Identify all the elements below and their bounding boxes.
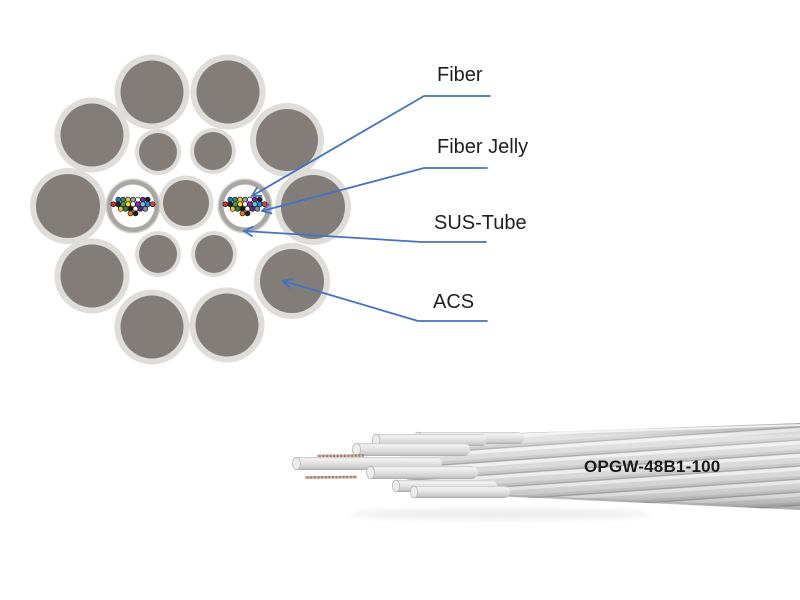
acs-wire	[256, 109, 318, 171]
inner-wire	[139, 235, 177, 273]
outer-wire-cores	[36, 60, 345, 359]
acs-wire	[120, 295, 184, 359]
cable-model-label: OPGW-48B1-100	[584, 457, 721, 476]
annotation-leaders	[242, 95, 491, 322]
fiber-dot	[229, 205, 236, 212]
fiber-dot	[234, 205, 241, 212]
acs-wire	[281, 175, 345, 239]
fiber-dot	[239, 210, 246, 217]
acs-wire	[60, 244, 124, 308]
fiber-dot	[254, 205, 261, 212]
fiber-dot	[135, 201, 141, 208]
fiber-dot	[149, 201, 156, 208]
strand-end-face	[391, 479, 401, 493]
fiber-dot	[256, 201, 263, 208]
fiber-dot	[237, 201, 243, 208]
acs-wire	[60, 103, 124, 167]
fiber-dot	[242, 201, 248, 208]
fiber-dot	[249, 205, 256, 212]
fiber-bundle-right	[222, 196, 268, 217]
label-sus-tube: SUS-Tube	[434, 212, 527, 234]
fiber-dot	[127, 210, 134, 217]
strand-tips	[292, 431, 524, 499]
fiber-leads	[304, 454, 365, 479]
fiber-dot	[137, 205, 144, 212]
fiber-dot	[251, 201, 258, 208]
leader-acs	[281, 277, 488, 322]
label-fiber-jelly: Fiber Jelly	[437, 136, 529, 158]
fiber-dot	[227, 201, 234, 208]
leader-fiber	[250, 95, 491, 197]
fiber-dot	[132, 210, 139, 217]
leader-fiber-jelly	[260, 167, 488, 215]
strand-end-face	[292, 456, 301, 471]
fiber-dot	[222, 201, 229, 208]
inner-wire	[195, 235, 233, 273]
fiber-dot	[244, 210, 251, 217]
cable-3d-render	[292, 423, 800, 520]
strand-end-face	[366, 465, 375, 480]
acs-wire	[196, 60, 260, 124]
cable-cross-section	[30, 54, 351, 365]
label-fiber: Fiber	[437, 64, 483, 86]
acs-wire	[36, 174, 100, 238]
fiber-dot	[232, 201, 239, 208]
fiber-bundle-left	[110, 196, 156, 217]
strand-tip	[366, 466, 478, 479]
strand-tip	[410, 486, 510, 498]
fiber-dot	[117, 205, 124, 212]
fiber-lead-braid	[316, 454, 365, 458]
strand-tip	[352, 443, 470, 456]
acs-wire	[195, 293, 259, 357]
fiber-dot	[120, 201, 127, 208]
fiber-dot	[139, 201, 146, 208]
leader-sus-tube	[242, 225, 487, 243]
inner-wire-cores	[139, 132, 233, 273]
fiber-dot	[144, 201, 151, 208]
inner-wire	[139, 133, 177, 171]
strand-end-face	[409, 485, 419, 499]
acs-wire	[260, 249, 324, 313]
cable-shadow	[350, 508, 650, 520]
acs-wire	[120, 60, 184, 124]
fiber-dot	[130, 201, 136, 208]
fiber-dot	[110, 201, 117, 208]
inner-wire	[194, 132, 232, 170]
fiber-lead-braid	[304, 475, 358, 479]
fiber-dot	[247, 201, 253, 208]
fiber-dot	[115, 201, 122, 208]
fiber-dot	[142, 205, 149, 212]
fiber-dot	[261, 201, 268, 208]
center-wire	[163, 180, 209, 226]
label-acs: ACS	[433, 291, 475, 313]
fiber-dot	[125, 201, 131, 208]
strand-end-face	[352, 442, 361, 457]
fiber-dot	[122, 205, 129, 212]
